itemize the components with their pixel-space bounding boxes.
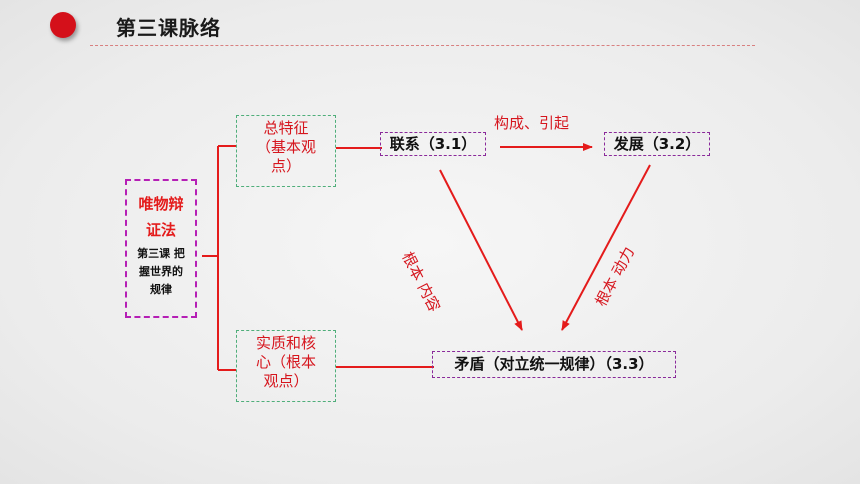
root-sub-line3: 规律	[150, 283, 172, 296]
branch-bottom-line1: 实质和核	[255, 334, 316, 352]
root-bracket	[202, 145, 236, 371]
branch-bottom-node: 实质和核 心（根本 观点）	[236, 330, 336, 402]
branch-bottom-line2: 心（根本	[255, 353, 316, 371]
node-lianxi-label: 联系（3.1）	[389, 135, 477, 153]
node-lianxi: 联系（3.1）	[380, 132, 486, 156]
branch-top-node: 总特征 （基本观 点）	[236, 115, 336, 187]
node-fazhan-label: 发展（3.2）	[613, 135, 701, 153]
branch-top-line2: （基本观	[255, 138, 316, 156]
root-sub-line1: 第三课 把	[137, 247, 185, 260]
edge-label-lianxi-fazhan: 构成、引起	[494, 114, 570, 132]
node-fazhan: 发展（3.2）	[604, 132, 710, 156]
title-divider	[90, 45, 755, 46]
root-title-line2: 证法	[145, 221, 176, 239]
node-maodun-label: 矛盾（对立统一规律）（3.3）	[454, 355, 654, 373]
arrow-fazhan-to-maodun	[561, 164, 651, 331]
root-title-line1: 唯物辩	[138, 195, 184, 213]
branch-top-line3: 点）	[270, 157, 301, 175]
header-red-dot	[50, 12, 76, 38]
root-node: 唯物辩 证法 第三课 把 握世界的 规律	[125, 179, 197, 318]
branch-bottom-line3: 观点）	[263, 372, 309, 390]
node-maodun: 矛盾（对立统一规律）（3.3）	[432, 351, 676, 378]
page-title: 第三课脉络	[116, 16, 221, 40]
branch-top-line1: 总特征	[263, 119, 309, 137]
root-sub-line2: 握世界的	[139, 265, 183, 278]
arrow-lianxi-to-maodun	[439, 169, 523, 331]
